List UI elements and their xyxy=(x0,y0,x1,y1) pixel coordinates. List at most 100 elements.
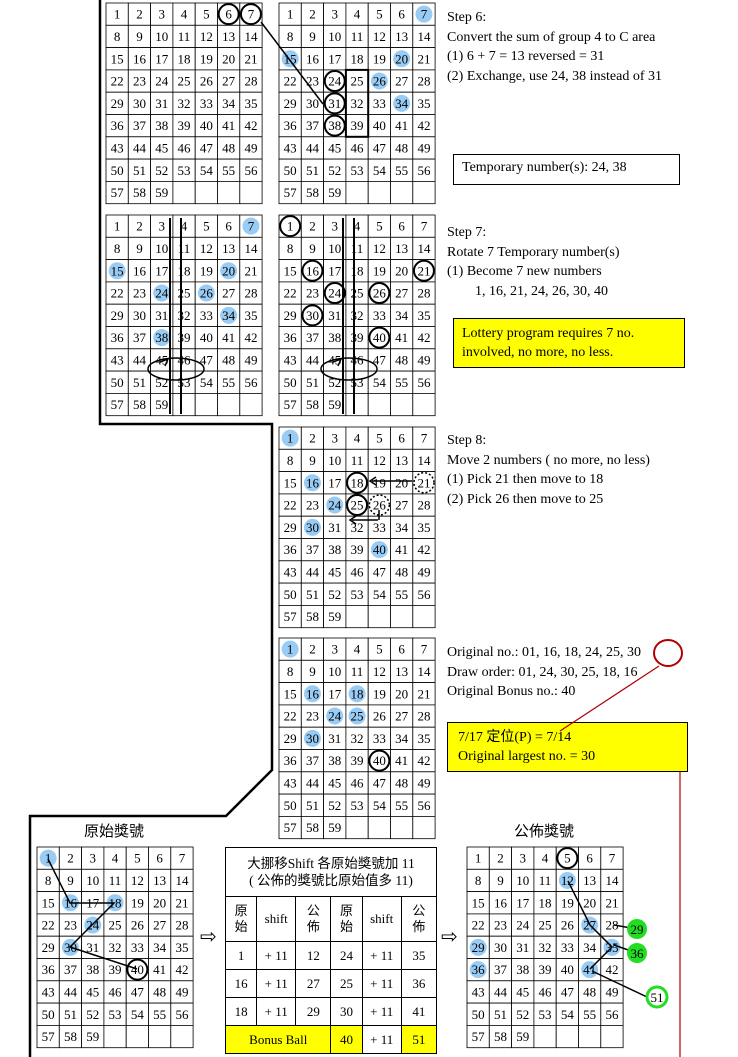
grid-number: 11 xyxy=(351,664,364,679)
grid-number: 7 xyxy=(421,642,428,657)
grid-number: 35 xyxy=(417,96,430,111)
step7-line-3: 1, 16, 21, 24, 26, 30, 40 xyxy=(475,283,608,299)
grid-number: 42 xyxy=(417,118,430,133)
grid-number: 31 xyxy=(328,520,341,535)
grid-number: 42 xyxy=(417,542,430,557)
selection-circle xyxy=(323,114,346,137)
highlight-dot xyxy=(281,640,299,658)
header-published: 公 佈 xyxy=(295,896,332,942)
grid-number: 42 xyxy=(417,753,430,768)
grid-cell-empty xyxy=(170,1024,194,1049)
grid-number: 21 xyxy=(417,51,430,66)
grid-number: 58 xyxy=(133,397,146,412)
grid-number: 33 xyxy=(200,96,213,111)
grid-number: 53 xyxy=(539,1007,552,1022)
highlight-dot xyxy=(153,329,171,347)
grid-number: 2 xyxy=(136,7,143,22)
grid-number: 13 xyxy=(222,241,235,256)
grid-number: 57 xyxy=(472,1029,486,1044)
grid-number: 41 xyxy=(395,118,408,133)
step6-line-3: (2) Exchange, use 24, 38 instead of 31 xyxy=(447,68,662,84)
grid-number: 59 xyxy=(516,1029,529,1044)
grid-number: 9 xyxy=(309,29,316,44)
grid-number: 44 xyxy=(133,140,147,155)
grid-number: 43 xyxy=(42,984,55,999)
grid-number: 55 xyxy=(395,163,408,178)
grid-number: 5 xyxy=(376,431,383,446)
highlight-dot xyxy=(281,429,299,447)
grid-number: 23 xyxy=(133,286,146,301)
grid-number: 5 xyxy=(564,851,571,866)
highlight-dot xyxy=(348,707,366,725)
grid-number: 1 xyxy=(475,851,482,866)
lottery-note-line-2: involved, no more, no less. xyxy=(462,345,614,360)
grid-number: 46 xyxy=(539,984,553,999)
grid-number: 4 xyxy=(181,219,188,234)
grid-number: 3 xyxy=(90,851,97,866)
grid-number: 22 xyxy=(111,286,124,301)
cell: 27 xyxy=(295,969,332,998)
grid-number: 17 xyxy=(516,895,530,910)
grid-number: 15 xyxy=(284,475,297,490)
grid-number: 25 xyxy=(539,918,552,933)
grid-number: 39 xyxy=(109,962,122,977)
highlight-dot xyxy=(197,284,215,302)
grid-number: 32 xyxy=(178,96,191,111)
grid-number: 53 xyxy=(351,587,364,602)
grid-number: 30 xyxy=(494,940,507,955)
grid-number: 57 xyxy=(111,397,125,412)
grid-number: 58 xyxy=(306,820,319,835)
grid-number: 17 xyxy=(328,686,342,701)
grid-number: 5 xyxy=(203,219,210,234)
grid-number: 43 xyxy=(284,140,297,155)
grid-number: 52 xyxy=(86,1007,99,1022)
grid-number: 26 xyxy=(373,286,387,301)
selection-circle xyxy=(556,847,579,870)
cell: 18 xyxy=(224,997,258,1026)
grid-number: 37 xyxy=(133,330,147,345)
grid-number: 53 xyxy=(351,163,364,178)
grid-number: 54 xyxy=(373,163,387,178)
grid-number: 10 xyxy=(328,453,341,468)
grid-number: 44 xyxy=(306,775,320,790)
grid-number: 34 xyxy=(395,96,409,111)
cell: 16 xyxy=(224,969,258,998)
grid-number: 54 xyxy=(373,375,387,390)
grid-number: 54 xyxy=(373,587,387,602)
grid-number: 43 xyxy=(111,352,124,367)
grid-cell-empty xyxy=(412,392,436,417)
grid-number: 56 xyxy=(605,1007,619,1022)
arrow-right-2: ⇨ xyxy=(441,926,458,948)
grid-number: 59 xyxy=(328,397,341,412)
grid-number: 39 xyxy=(539,962,552,977)
grid-number: 36 xyxy=(284,542,298,557)
grid-number: 4 xyxy=(112,851,119,866)
grid-number: 49 xyxy=(605,984,618,999)
grid-number: 25 xyxy=(178,74,191,89)
grid-number: 47 xyxy=(373,140,387,155)
grid-number: 20 xyxy=(583,895,596,910)
grid-number: 33 xyxy=(373,520,386,535)
grid-number: 9 xyxy=(136,29,143,44)
grid-number: 57 xyxy=(42,1029,56,1044)
grid-number: 3 xyxy=(332,219,339,234)
selection-circle xyxy=(368,282,391,305)
header-original: 原 始 xyxy=(224,896,258,942)
grid-number: 28 xyxy=(244,286,257,301)
grid-number: 55 xyxy=(222,375,235,390)
grid-number: 18 xyxy=(178,51,191,66)
grid-number: 38 xyxy=(328,753,341,768)
grid-number: 1 xyxy=(287,219,294,234)
grid-number: 17 xyxy=(328,51,342,66)
circled-30-text: 30 xyxy=(627,645,642,660)
grid-number: 28 xyxy=(417,286,430,301)
grid-number: 41 xyxy=(395,330,408,345)
grid-number: 56 xyxy=(244,163,258,178)
cell: 1 xyxy=(224,941,258,970)
selection-circle xyxy=(301,259,324,282)
grid-number: 4 xyxy=(354,219,361,234)
grid-number: 48 xyxy=(395,352,408,367)
red-pointer-line xyxy=(559,665,660,732)
